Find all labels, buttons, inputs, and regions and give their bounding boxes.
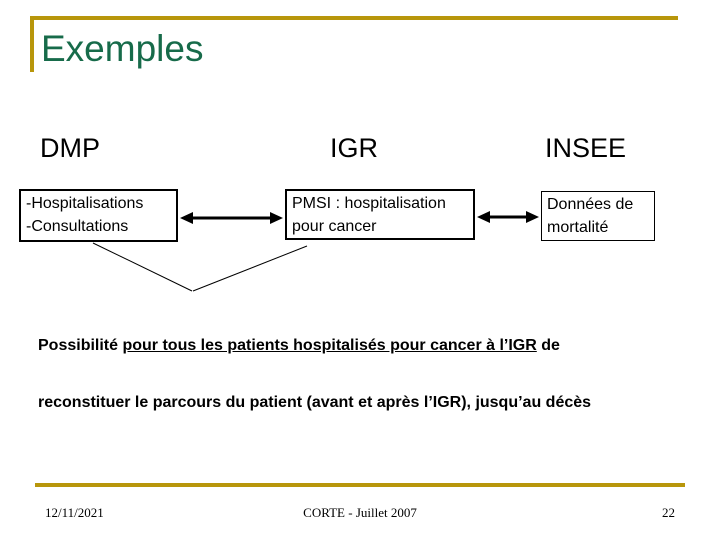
top-gold-rule	[30, 16, 678, 20]
box-dmp: -Hospitalisations -Consultations	[19, 189, 178, 242]
summary-line1-underlined: pour tous les patients hospitalisés pour…	[122, 337, 537, 354]
box-dmp-line1: -Hospitalisations	[26, 195, 144, 212]
column-header-igr: IGR	[330, 133, 379, 163]
footer-gold-rule	[35, 483, 685, 487]
box-dmp-line2: -Consultations	[26, 218, 129, 235]
box-insee-line2: mortalité	[547, 219, 609, 236]
left-gold-rule	[30, 16, 34, 72]
column-header-insee: INSEE	[545, 133, 627, 163]
footer-date: 12/11/2021	[45, 505, 104, 520]
connector-line-dmp	[92, 242, 193, 292]
summary-line1-prefix: Possibilité	[38, 337, 123, 354]
footer-page-number: 22	[662, 505, 675, 520]
summary-line-2: reconstituer le parcours du patient (ava…	[38, 394, 592, 411]
footer-event-label: CORTE - Juillet 2007	[303, 505, 417, 520]
box-insee: Données de mortalité	[541, 191, 655, 241]
summary-paragraph: Possibilité pour tous les patients hospi…	[38, 298, 698, 450]
box-igr-line2: pour cancer	[292, 218, 377, 235]
double-arrow-igr-insee	[477, 211, 539, 223]
double-arrow-dmp-igr	[180, 212, 283, 224]
box-igr: PMSI : hospitalisation pour cancer	[285, 189, 475, 240]
slide-title: Exemples	[41, 28, 204, 69]
box-igr-line1: PMSI : hospitalisation	[292, 195, 446, 212]
column-header-dmp: DMP	[40, 133, 100, 163]
box-insee-line1: Données de	[547, 196, 634, 213]
connector-line-igr	[192, 245, 308, 292]
summary-line-1: Possibilité pour tous les patients hospi…	[38, 336, 698, 355]
summary-line1-suffix: de	[536, 337, 560, 354]
